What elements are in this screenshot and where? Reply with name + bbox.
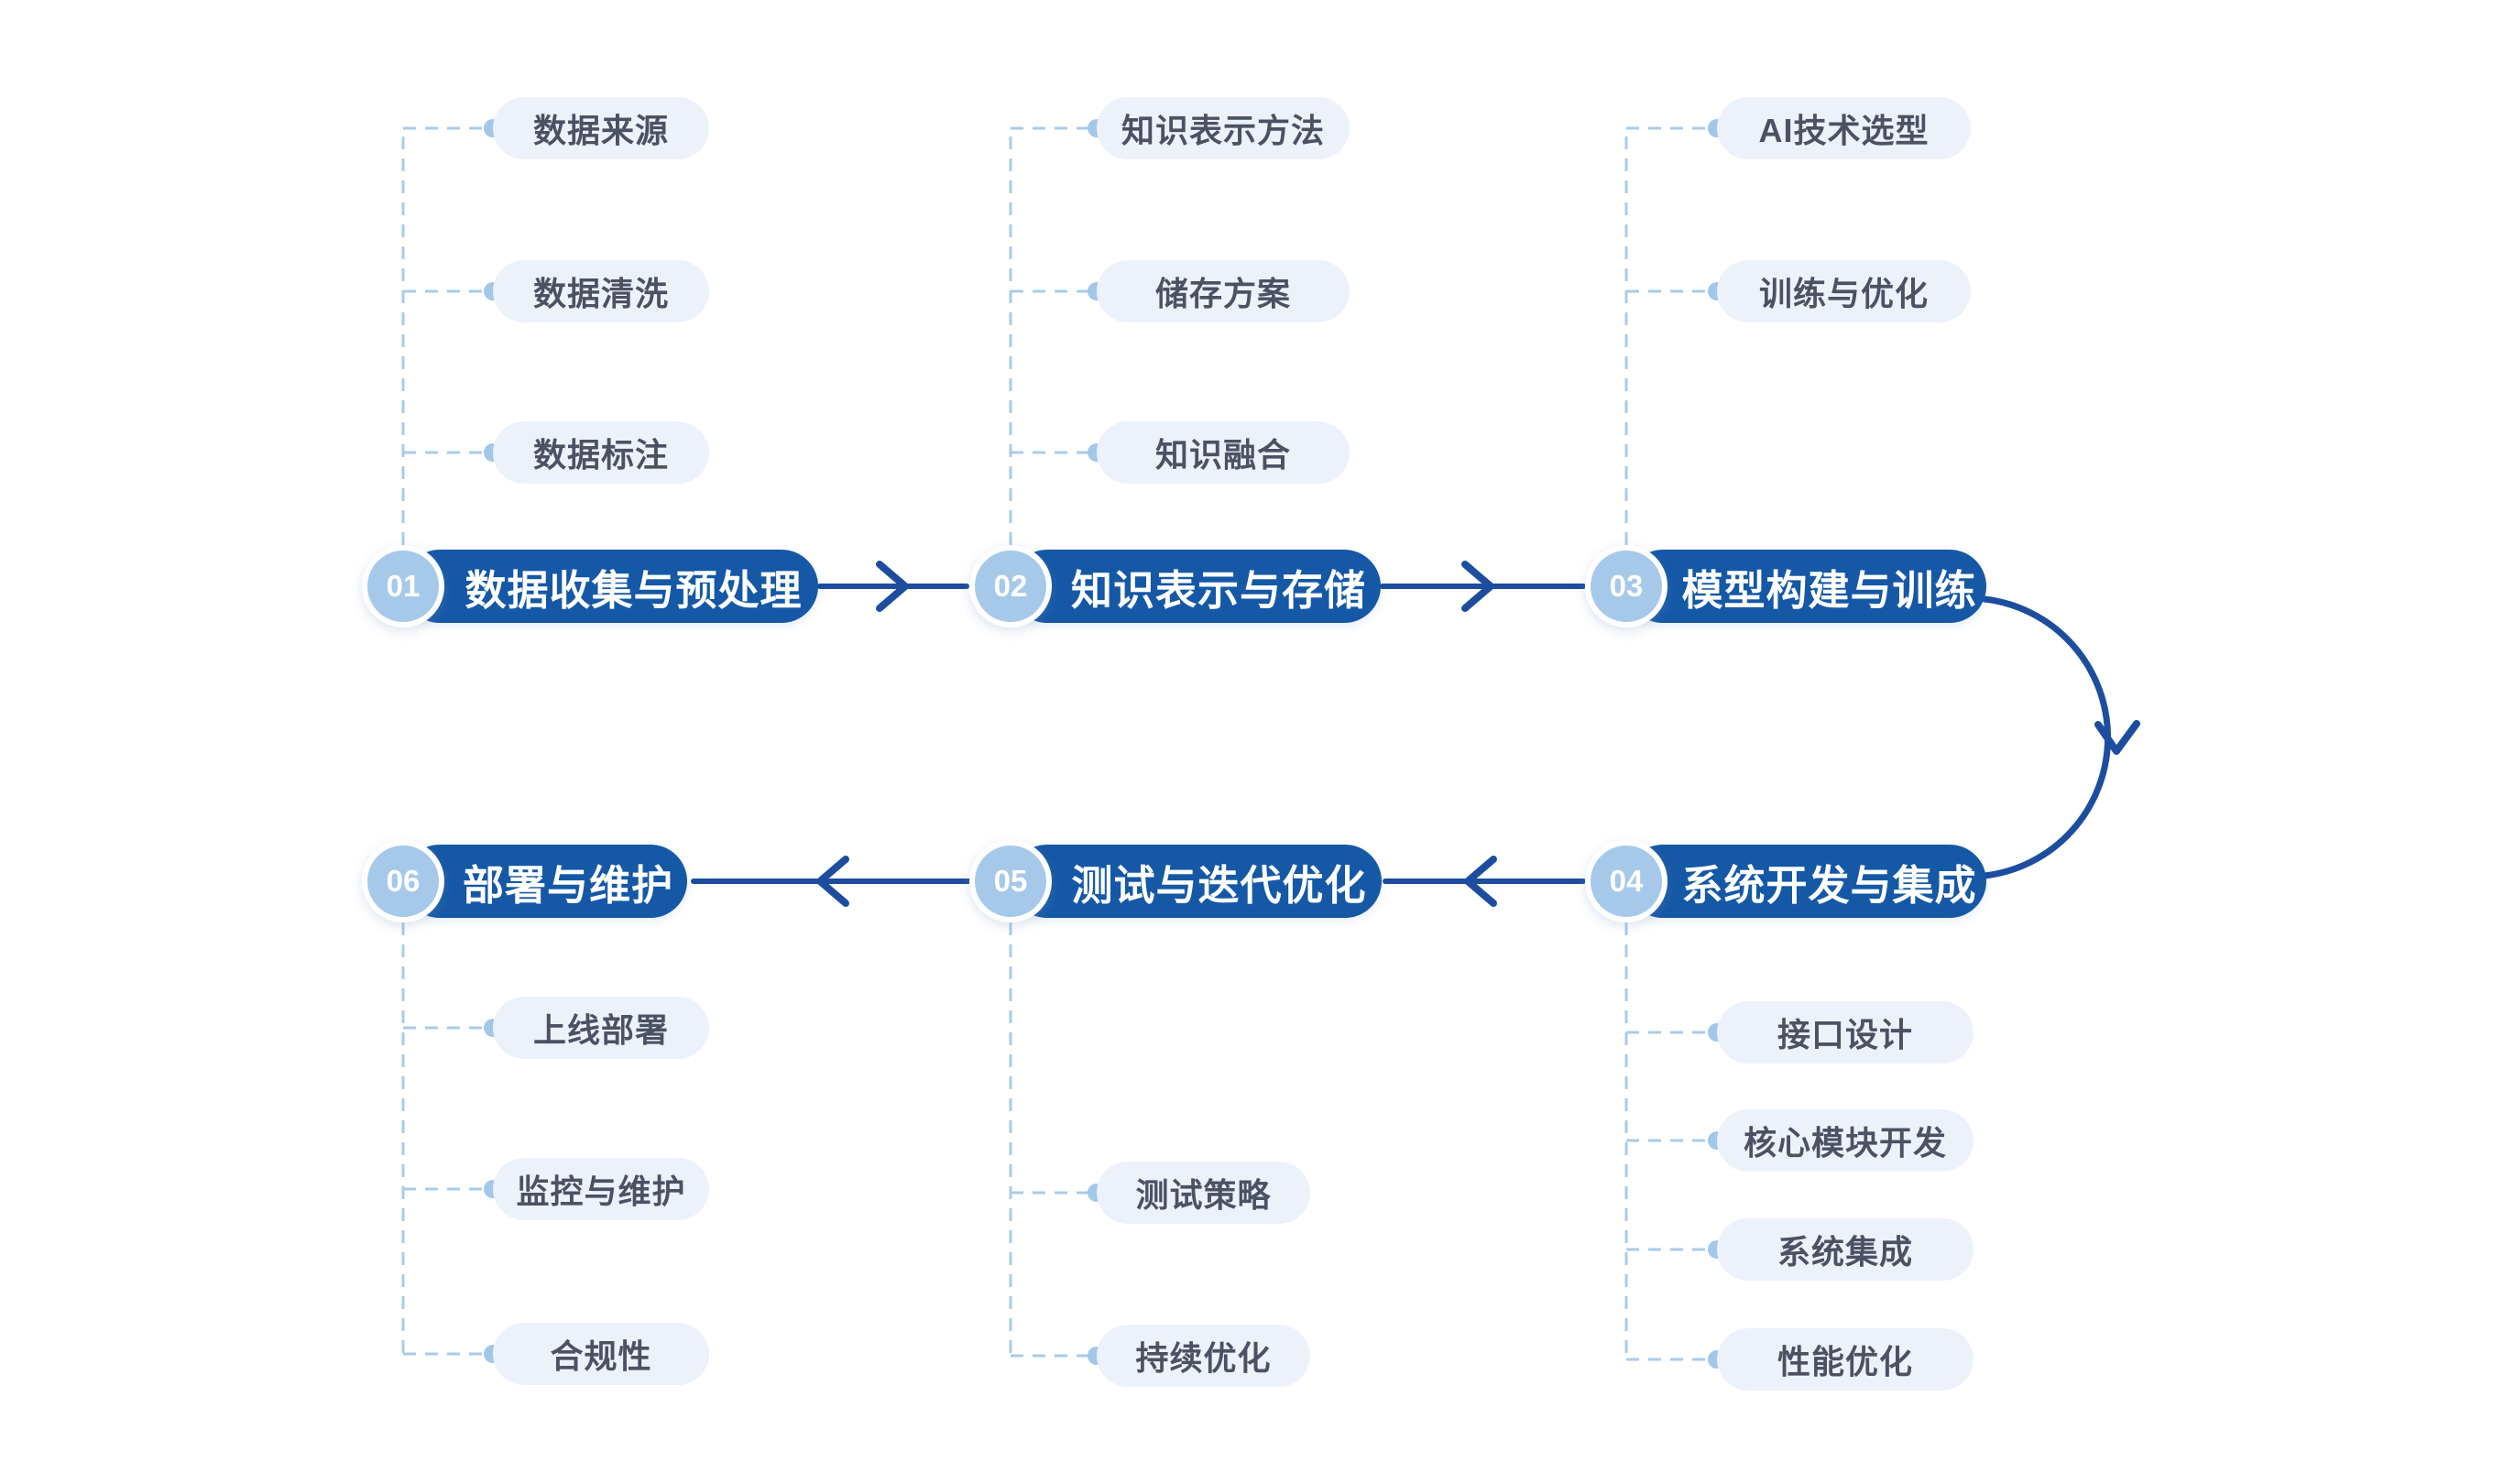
stage04-branch-lines <box>1624 922 1710 1361</box>
stage-node-03[interactable]: 模型构建与训练 03 <box>1585 545 1986 627</box>
sub-item-system-integration[interactable]: 系统集成 <box>1717 1218 1974 1281</box>
stage-02-badge: 02 <box>969 545 1052 627</box>
sub-item-training-optimization[interactable]: 训练与优化 <box>1717 260 1971 322</box>
stage-node-02[interactable]: 知识表示与存储 02 <box>969 545 1381 627</box>
sub-item-testing-strategy[interactable]: 测试策略 <box>1097 1162 1310 1224</box>
stage-node-05[interactable]: 测试与迭代优化 05 <box>969 840 1382 922</box>
arrow-03-to-04-curve <box>1981 595 2112 879</box>
arrow-05-to-06-head <box>816 856 849 907</box>
sub-item-knowledge-representation[interactable]: 知识表示方法 <box>1097 97 1350 159</box>
arrow-01-to-02-head <box>876 561 909 612</box>
arrow-03-to-04-head <box>2094 720 2140 755</box>
sub-item-core-module-dev[interactable]: 核心模块开发 <box>1717 1109 1974 1172</box>
arrow-02-to-03-head <box>1461 561 1494 612</box>
stage-06-badge: 06 <box>362 840 444 922</box>
sub-item-data-labeling[interactable]: 数据标注 <box>493 421 709 484</box>
stage-06-pill: 部署与维护 <box>403 845 687 918</box>
sub-item-performance-optimization[interactable]: 性能优化 <box>1717 1328 1974 1391</box>
sub-item-interface-design[interactable]: 接口设计 <box>1717 1001 1974 1064</box>
stage01-branch-lines <box>401 126 486 545</box>
stage-01-badge: 01 <box>362 545 444 627</box>
stage-04-badge: 04 <box>1585 840 1667 922</box>
sub-item-compliance[interactable]: 合规性 <box>493 1323 709 1385</box>
stage02-branch-lines <box>1009 126 1089 545</box>
stage-05-pill: 测试与迭代优化 <box>1011 845 1382 918</box>
stage-node-06[interactable]: 部署与维护 06 <box>362 840 687 922</box>
sub-item-continuous-optimization[interactable]: 持续优化 <box>1097 1325 1310 1387</box>
stage03-branch-lines <box>1624 126 1710 545</box>
stage-02-pill: 知识表示与存储 <box>1011 550 1381 623</box>
stage-node-04[interactable]: 系统开发与集成 04 <box>1585 840 1986 922</box>
sub-item-storage-plan[interactable]: 储存方案 <box>1097 260 1350 322</box>
sub-item-data-source[interactable]: 数据来源 <box>493 97 709 159</box>
stage-node-01[interactable]: 数据收集与预处理 01 <box>362 545 818 627</box>
stage05-branch-lines <box>1009 922 1089 1358</box>
sub-item-launch-deployment[interactable]: 上线部署 <box>493 997 709 1059</box>
sub-item-knowledge-fusion[interactable]: 知识融合 <box>1097 421 1350 484</box>
stage-03-pill: 模型构建与训练 <box>1626 550 1986 623</box>
stage-04-pill: 系统开发与集成 <box>1626 845 1986 918</box>
stage-05-badge: 05 <box>969 840 1052 922</box>
stage-01-pill: 数据收集与预处理 <box>403 550 818 623</box>
sub-item-monitoring-maintenance[interactable]: 监控与维护 <box>493 1158 709 1220</box>
sub-item-data-cleaning[interactable]: 数据清洗 <box>493 260 709 322</box>
sub-item-ai-tech-selection[interactable]: AI技术选型 <box>1717 97 1971 159</box>
arrow-04-to-05-head <box>1464 856 1497 907</box>
stage06-branch-lines <box>401 922 486 1356</box>
stage-03-badge: 03 <box>1585 545 1667 627</box>
